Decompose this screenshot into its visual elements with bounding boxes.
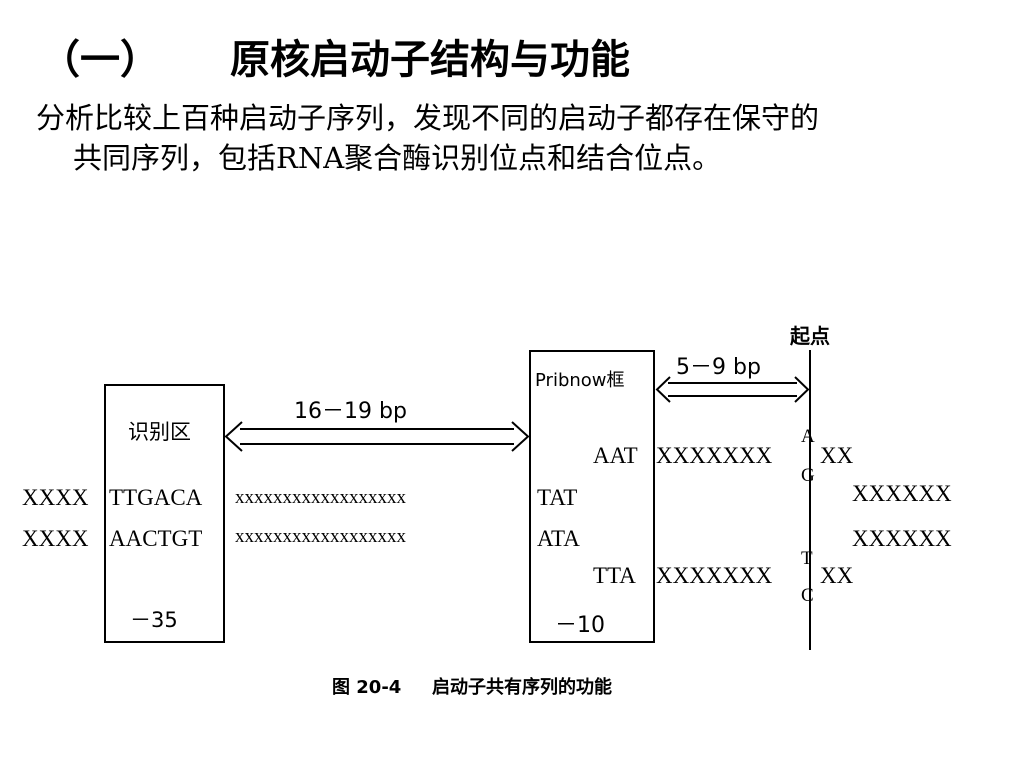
figure-caption: 启动子共有序列的功能 [432,676,612,698]
section-number: （一） [40,37,160,83]
downstream-top-end: XX [820,443,854,468]
pribnow-box [529,350,655,643]
minus10-top: TAT [537,485,577,510]
left-flank-bottom: XXXX [22,526,89,551]
start-base-a: A [801,426,815,447]
span-arrow-16-19 [224,421,530,452]
aat-label: AAT [593,443,638,468]
minus35-bottom: AACTGT [109,526,202,551]
spacer-bottom: xxxxxxxxxxxxxxxxxx [235,526,407,547]
spacer-top: xxxxxxxxxxxxxxxxxx [235,487,407,508]
para-line-1: 分析比较上百种启动子序列，发现不同的启动子都存在保守的 [36,101,820,135]
para-line-2: 共同序列，包括RNA聚合酶识别位点和结合位点。 [73,141,722,175]
downstream-top: XXXXXXX [656,443,773,468]
minus10-bottom: ATA [537,526,580,551]
start-base-c: C [801,585,814,606]
slide-title: （一） 原核启动子结构与功能 [40,34,1000,86]
figure-number: 图 20-4 [332,677,401,698]
minus35-top: TTGACA [109,485,203,510]
downstream-bottom: XXXXXXX [656,563,773,588]
span-label-5-9: 5－9 bp [676,355,761,380]
left-flank-top: XXXX [22,485,89,510]
pribnow-label: Pribnow框 [535,370,625,391]
position-minus10: －10 [555,613,605,638]
downstream-bottom-end: XX [820,563,854,588]
intro-paragraph: 分析比较上百种启动子序列，发现不同的启动子都存在保守的 共同序列，包括RNA聚合… [36,98,996,178]
recognition-box [104,384,225,643]
section-title: 原核启动子结构与功能 [230,37,630,83]
start-base-g: G [801,465,815,486]
span-label-16-19: 16－19 bp [294,399,407,424]
right-flank-bottom: XXXXXX [852,526,952,551]
tta-label: TTA [593,563,636,588]
position-minus35: －35 [130,608,178,632]
start-site-label: 起点 [789,324,830,348]
right-flank-top: XXXXXX [852,481,952,506]
span-arrow-5-9 [655,376,810,403]
start-base-t: T [801,548,813,569]
recognition-region-label: 识别区 [128,420,191,444]
